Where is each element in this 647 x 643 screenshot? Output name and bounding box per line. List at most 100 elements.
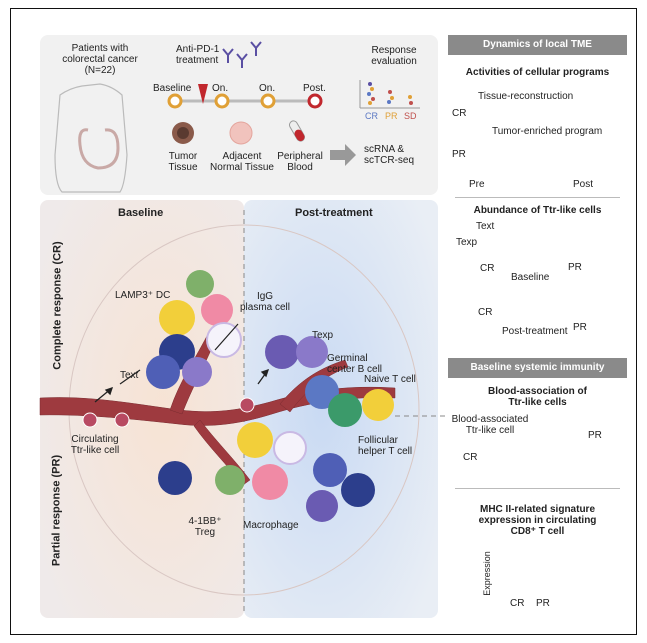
tissue-recon-label: Tissue-reconstruction: [478, 91, 574, 102]
sample-adjacent-l2: Normal Tissue: [210, 162, 274, 173]
treatment-start-marker: [198, 84, 208, 104]
blood-pr-label: PR: [588, 430, 602, 441]
treg-l1: 4-1BB⁺: [188, 516, 222, 527]
sample-adjacent-l1: Adjacent: [222, 151, 262, 162]
plasma-cell-pr: [273, 431, 307, 465]
circulating-cell: [239, 397, 255, 413]
patients-line-3: (N=22): [84, 65, 116, 76]
t-cell-pr-post: [341, 473, 375, 507]
act-cr-label: CR: [452, 108, 467, 119]
lamp3-dc-cell: [159, 300, 195, 336]
sample-blood: Peripheral Blood: [270, 151, 330, 173]
expression-axis-label: Expression: [481, 551, 492, 596]
bar-pr-label: PR: [536, 598, 550, 609]
gc-l2: center B cell: [327, 364, 383, 375]
t-cell-pr: [158, 461, 192, 495]
post-heading: Post-treatment: [295, 207, 373, 219]
treatment-label: Anti-PD-1 treatment: [176, 44, 219, 66]
mhc-l2: expression in circulating: [478, 515, 597, 526]
mhc-l3: CD8⁺ T cell: [510, 526, 565, 537]
macrophage-cell: [252, 464, 288, 500]
tfh-cell: [328, 393, 362, 427]
bar-cr-label: CR: [510, 598, 525, 609]
sample-tumor: Tumor Tissue: [158, 151, 208, 173]
response-label: Response evaluation: [364, 45, 424, 67]
response-cr: CR: [365, 111, 378, 121]
ab-baseline-label: Baseline: [511, 272, 550, 283]
timepoint-dot-on1: [214, 93, 230, 109]
bac-l1: Blood-associated: [451, 414, 529, 425]
systemic-header: Baseline systemic immunity: [448, 358, 627, 378]
gc-l1: Germinal: [327, 353, 368, 364]
response-line-1: Response: [371, 45, 417, 56]
figure-frame: [10, 8, 637, 635]
blood-divider: [455, 488, 620, 489]
timepoint-dot-post: [307, 93, 323, 109]
label-treg: 4-1BB⁺ Treg: [180, 516, 230, 538]
baseline-heading: Baseline: [118, 207, 164, 219]
patient-torso-icon: [54, 83, 128, 193]
post-label: Post: [573, 179, 594, 190]
sample-blood-l1: Peripheral: [277, 151, 323, 162]
cell-green: [186, 270, 214, 298]
label-text: Text: [120, 370, 139, 381]
dynamics-header: Dynamics of local TME: [448, 35, 627, 55]
dc-pink-cell: [201, 294, 233, 326]
ab-post-label: Post-treatment: [502, 326, 568, 337]
circ-l2: Ttr-like cell: [70, 445, 120, 456]
label-macrophage: Macrophage: [243, 520, 299, 531]
treg-l2: Treg: [194, 527, 216, 538]
t-cell-pr-post: [306, 490, 338, 522]
abundance-title: Abundance of Ttr-like cells: [473, 205, 602, 216]
seq-line-1: scRNA &: [364, 144, 405, 155]
dynamics-box: [448, 55, 627, 353]
seq-line-2: scTCR-seq: [364, 155, 415, 166]
label-circulating: Circulating Ttr-like cell: [60, 434, 130, 456]
tfh-l2: helper T cell: [358, 446, 413, 457]
texp-cell: [265, 335, 299, 369]
label-lamp3-dc: LAMP3⁺ DC: [115, 290, 171, 301]
blood-l1: Blood-association of: [488, 386, 587, 397]
treg-cell: [215, 465, 245, 495]
label-tfh: Follicular helper T cell: [358, 435, 412, 457]
cr-axis-label: Complete response (CR): [51, 241, 64, 370]
act-pr-label: PR: [452, 149, 466, 160]
antibody-icon: [222, 41, 262, 68]
response-pr: PR: [385, 111, 398, 121]
activities-title: Activities of cellular programs: [465, 67, 610, 78]
ab-texp-label: Texp: [456, 237, 478, 248]
tfh-l1: Follicular: [358, 435, 399, 446]
pre-label: Pre: [469, 179, 485, 190]
texp-cell: [296, 336, 328, 368]
tumor-enriched-label: Tumor-enriched program: [492, 126, 603, 137]
bac-l2: Ttr-like cell: [465, 425, 515, 436]
activities-divider: [455, 197, 620, 198]
circulating-cell: [114, 412, 130, 428]
timepoint-post: Post.: [303, 83, 326, 94]
sequencing-label: scRNA & scTCR-seq: [364, 144, 414, 166]
patients-line-1: Patients with: [71, 43, 129, 54]
mhc-title: MHC II-related signature expression in c…: [448, 504, 627, 537]
mhc-l1: MHC II-related signature: [479, 504, 596, 515]
t-cell-pr-post: [313, 453, 347, 487]
sample-blood-l2: Blood: [287, 162, 313, 173]
blood-title: Blood-association of Ttr-like cells: [448, 386, 627, 408]
igg-l2: plasma cell: [239, 302, 291, 313]
response-line-2: evaluation: [371, 56, 417, 67]
timepoint-on1: On.: [212, 83, 229, 94]
treatment-line-1: Anti-PD-1: [176, 44, 220, 55]
sample-tumor-l2: Tissue: [168, 162, 198, 173]
sample-adjacent: Adjacent Normal Tissue: [206, 151, 278, 173]
macrophage-dc: [237, 422, 273, 458]
treatment-line-2: treatment: [176, 55, 219, 66]
circ-l1: Circulating: [71, 434, 119, 445]
label-texp: Texp: [312, 330, 334, 341]
blood-tube-icon: [289, 120, 305, 142]
pr-axis-label: Partial response (PR): [50, 454, 63, 567]
timepoint-baseline: Baseline: [153, 83, 192, 94]
patients-label: Patients with colorectal cancer (N=22): [55, 43, 145, 76]
ab-cr2-label: CR: [478, 307, 493, 318]
naive-t-cell: [362, 389, 394, 421]
patients-line-2: colorectal cancer: [62, 54, 138, 65]
sample-tumor-l1: Tumor: [168, 151, 198, 162]
